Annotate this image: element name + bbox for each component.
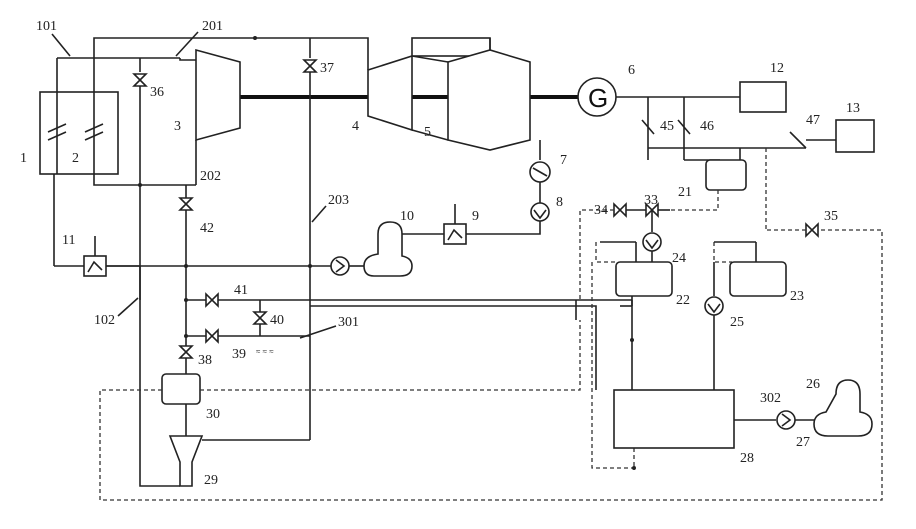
valve-37: [304, 60, 316, 72]
label-13: 13: [846, 101, 860, 116]
label-46: 46: [700, 119, 714, 134]
tank-26: [814, 380, 872, 436]
label-22: 22: [676, 293, 690, 308]
label-45: 45: [660, 119, 674, 134]
switch-47: [790, 132, 806, 148]
label-38: 38: [198, 353, 212, 368]
tank-10: [364, 222, 412, 276]
label-30: 30: [206, 407, 220, 422]
label-302: 302: [760, 391, 781, 406]
label-26: 26: [806, 377, 820, 392]
label-35: 35: [824, 209, 838, 224]
label-40: 40: [270, 313, 284, 328]
label-39: 39: [232, 347, 246, 362]
label-37: 37: [320, 61, 334, 76]
valve-39: [206, 330, 218, 342]
label-10: 10: [400, 209, 414, 224]
compressor-3: [196, 50, 240, 140]
valve-35: [806, 224, 818, 236]
label-7: 7: [560, 153, 567, 168]
label-27: 27: [796, 435, 810, 450]
label-102: 102: [94, 313, 115, 328]
tank-23: [730, 262, 786, 296]
label-29: 29: [204, 473, 218, 488]
label-202: 202: [200, 169, 221, 184]
label-9: 9: [472, 209, 479, 224]
label-203: 203: [328, 193, 349, 208]
label-1: 1: [20, 151, 27, 166]
label-2: 2: [72, 151, 79, 166]
valve-34: [614, 204, 626, 216]
turbine-4: [368, 56, 412, 130]
tank-30: [162, 374, 200, 404]
label-11: 11: [62, 233, 75, 248]
label-101: 101: [36, 19, 57, 34]
pump-main: [331, 257, 349, 275]
valve-40: [254, 312, 266, 324]
generator-symbol: G: [588, 83, 608, 113]
turbine-5: [448, 50, 530, 150]
tank-28: [614, 390, 734, 448]
label-4: 4: [352, 119, 359, 134]
pipe-label-small: ≈ ≈ ≈: [256, 347, 274, 356]
tank-21: [706, 160, 746, 190]
label-3: 3: [174, 119, 181, 134]
label-12: 12: [770, 61, 784, 76]
heat-exchanger-9: [444, 224, 466, 244]
label-301: 301: [338, 315, 359, 330]
valve-41: [206, 294, 218, 306]
valve-38: [180, 346, 192, 358]
label-47: 47: [806, 113, 820, 128]
label-21: 21: [678, 185, 692, 200]
heat-exchanger-11: [84, 256, 106, 276]
label-6: 6: [628, 63, 635, 78]
label-5: 5: [424, 125, 431, 140]
label-201: 201: [202, 19, 223, 34]
label-36: 36: [150, 85, 164, 100]
label-42: 42: [200, 221, 214, 236]
label-8: 8: [556, 195, 563, 210]
label-34: 34: [594, 203, 608, 218]
tank-22: [616, 262, 672, 296]
label-24: 24: [672, 251, 686, 266]
load-12: [740, 82, 786, 112]
valve-36: [134, 74, 146, 86]
reactor-block: [40, 92, 118, 174]
label-28: 28: [740, 451, 754, 466]
label-23: 23: [790, 289, 804, 304]
valve-42: [180, 198, 192, 210]
label-41: 41: [234, 283, 248, 298]
label-33: 33: [644, 193, 658, 208]
ejector-29: [170, 436, 202, 486]
load-13: [836, 120, 874, 152]
label-25: 25: [730, 315, 744, 330]
pump-27: [777, 411, 795, 429]
